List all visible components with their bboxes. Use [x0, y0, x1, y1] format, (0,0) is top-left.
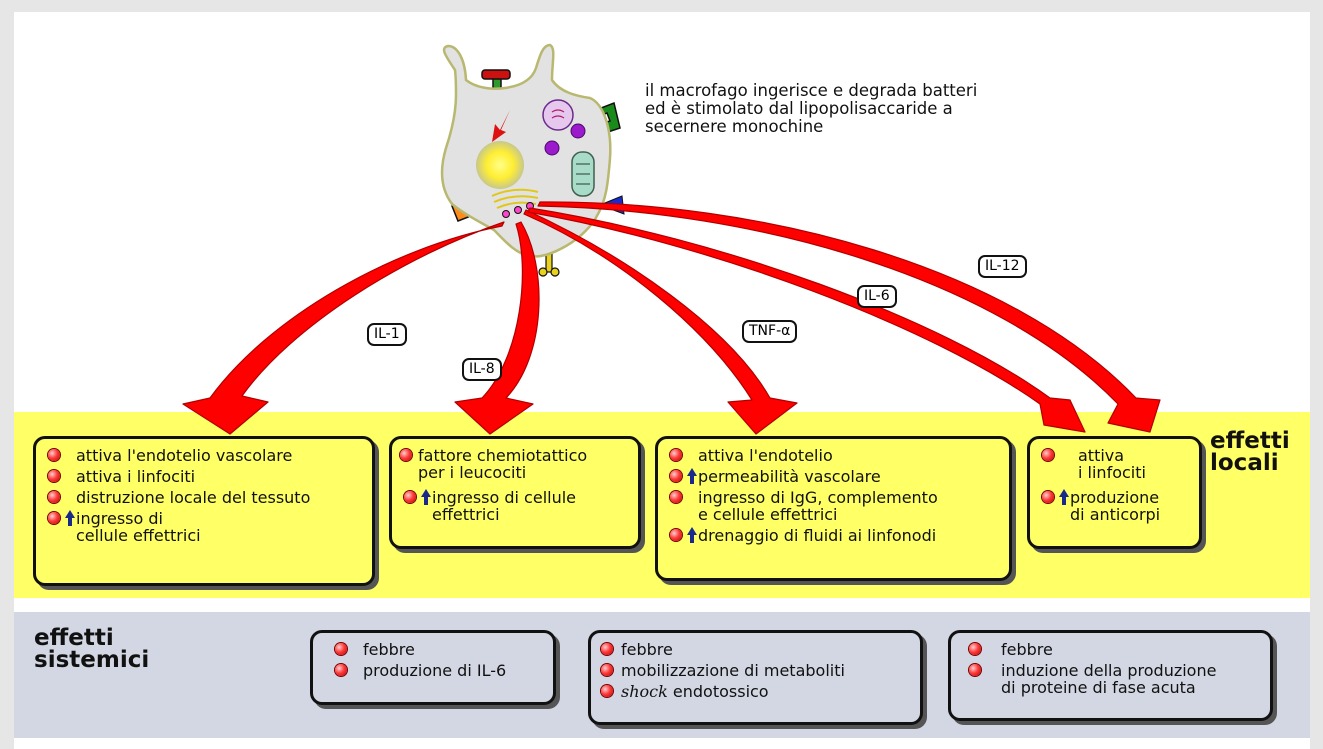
- list-item: permeabilità vascolare: [666, 468, 1001, 485]
- bullet-icon: [601, 685, 613, 697]
- increase-arrow-icon: [1059, 489, 1070, 506]
- list-item: attiva l'endotelio: [666, 447, 1001, 464]
- bullet-icon: [335, 643, 347, 655]
- nucleus-icon: [476, 141, 524, 189]
- increase-arrow-icon: [65, 510, 76, 527]
- receptor-bottom-icon: [538, 251, 560, 277]
- bullet-icon: [400, 449, 412, 461]
- phagosome-icon: [542, 99, 574, 131]
- tnf-arrow: [523, 209, 798, 435]
- il8-arrow: [454, 221, 540, 435]
- cytokine-label-il8: IL-8: [462, 358, 502, 381]
- bullet-icon: [404, 491, 416, 503]
- bullet-icon: [601, 643, 613, 655]
- list-item: shock endotossico: [599, 683, 912, 700]
- bullet-icon: [670, 470, 682, 482]
- cytokine-label-il1: IL-1: [367, 323, 407, 346]
- list-item: febbre: [321, 641, 545, 658]
- tnf-systemic-effects-box: febbre mobilizzazione di metaboliti shoc…: [588, 630, 923, 725]
- list-item: attiva i linfociti: [1038, 447, 1191, 481]
- list-item: induzione della produzione di proteine d…: [959, 662, 1262, 696]
- bullet-icon: [670, 449, 682, 461]
- bullet-icon: [48, 491, 60, 503]
- il6-arrow: [527, 207, 1086, 433]
- increase-arrow-icon: [421, 489, 432, 506]
- list-item: distruzione locale del tessuto: [44, 489, 364, 506]
- macrophage-cell-body: [440, 43, 612, 258]
- il12-local-effects-box: attiva i linfociti produzione di anticor…: [1027, 436, 1202, 549]
- list-item: mobilizzazione di metaboliti: [599, 662, 912, 679]
- local-effects-title: effetti locali: [1210, 428, 1290, 476]
- increase-arrow-icon: [687, 468, 698, 485]
- bullet-icon: [969, 643, 981, 655]
- il12-arrow: [537, 201, 1161, 433]
- il6-systemic-effects-box: febbre induzione della produzione di pro…: [948, 630, 1273, 721]
- ingestion-arrow-icon: [492, 110, 510, 142]
- list-item: drenaggio di fluidi ai linfonodi: [666, 527, 1001, 544]
- il1-systemic-effects-box: febbre produzione di IL-6: [310, 630, 556, 705]
- systemic-effects-title: effetti sistemici: [34, 625, 150, 673]
- bullet-icon: [48, 512, 60, 524]
- lysosome-icon: [570, 123, 586, 139]
- mitochondrion-icon: [571, 151, 595, 197]
- list-item: produzione di anticorpi: [1038, 489, 1191, 523]
- il8-local-effects-box: fattore chemiotattico per i leucociti in…: [389, 436, 641, 549]
- list-item: attiva i linfociti: [44, 468, 364, 485]
- bullet-icon: [670, 529, 682, 541]
- list-item: febbre: [959, 641, 1262, 658]
- lysosome-icon: [544, 140, 560, 156]
- bullet-icon: [1042, 449, 1054, 461]
- cytokine-label-tnf: TNF-α: [742, 320, 798, 343]
- list-item: ingresso di cellule effettrici: [400, 489, 630, 523]
- list-item: attiva l'endotelio vascolare: [44, 447, 364, 464]
- bullet-icon: [335, 664, 347, 676]
- bottom-strip: [14, 738, 1310, 749]
- list-item: produzione di IL-6: [321, 662, 545, 679]
- bullet-icon: [1042, 491, 1054, 503]
- list-item: ingresso di IgG, complemento e cellule e…: [666, 489, 1001, 523]
- il1-arrow: [182, 221, 505, 435]
- cytokine-label-il12: IL-12: [978, 255, 1027, 278]
- bullet-icon: [48, 470, 60, 482]
- list-item: ingresso di cellule effettrici: [44, 510, 364, 544]
- tnf-local-effects-box: attiva l'endotelio permeabilità vascolar…: [655, 436, 1012, 581]
- list-item: febbre: [599, 641, 912, 658]
- bullet-icon: [969, 664, 981, 676]
- bullet-icon: [48, 449, 60, 461]
- macrophage-caption: il macrofago ingerisce e degrada batteri…: [645, 81, 978, 136]
- band-separator: [14, 598, 1310, 612]
- cytokine-arrows: [182, 201, 1161, 435]
- cytokine-label-il6: IL-6: [857, 285, 897, 308]
- increase-arrow-icon: [687, 527, 698, 544]
- bullet-icon: [601, 664, 613, 676]
- list-item: fattore chemiotattico per i leucociti: [400, 447, 630, 481]
- bullet-icon: [670, 491, 682, 503]
- il1-local-effects-box: attiva l'endotelio vascolare attiva i li…: [33, 436, 375, 586]
